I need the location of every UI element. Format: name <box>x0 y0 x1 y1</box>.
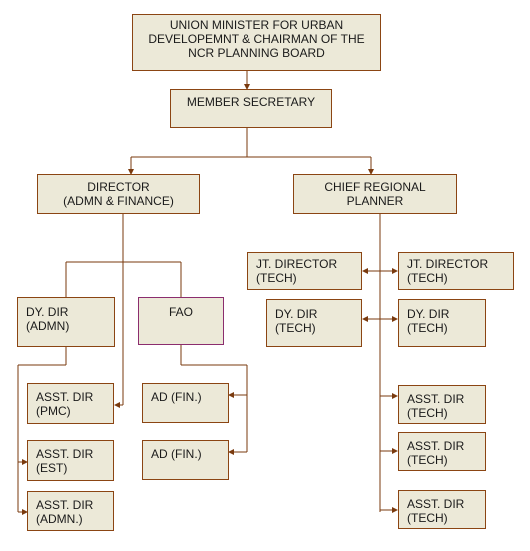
box-asst-dir-tech-2-label: ASST. DIR (TECH) <box>407 439 465 467</box>
box-jt-director-tech-right: JT. DIRECTOR (TECH) <box>398 252 514 290</box>
box-ad-fin-1-label: AD (FIN.) <box>151 390 202 404</box>
box-dy-dir-tech-left: DY. DIR (TECH) <box>266 299 362 347</box>
box-member-secretary-label: MEMBER SECRETARY <box>186 95 316 109</box>
box-dy-dir-tech-right: DY. DIR (TECH) <box>398 299 486 347</box>
box-member-secretary: MEMBER SECRETARY <box>170 89 332 128</box>
box-asst-dir-tech-2: ASST. DIR (TECH) <box>398 432 486 471</box>
box-asst-dir-est: ASST. DIR (EST) <box>27 440 114 481</box>
box-jt-director-tech-right-label: JT. DIRECTOR (TECH) <box>407 257 489 285</box>
box-jt-director-tech-left-label: JT. DIRECTOR (TECH) <box>256 257 338 285</box>
box-asst-dir-pmc: ASST. DIR (PMC) <box>27 383 114 424</box>
box-asst-dir-tech-3-label: ASST. DIR (TECH) <box>407 497 465 525</box>
box-dy-dir-tech-left-label: DY. DIR (TECH) <box>275 307 318 335</box>
box-asst-dir-tech-3: ASST. DIR (TECH) <box>398 490 486 529</box>
box-asst-dir-pmc-label: ASST. DIR (PMC) <box>36 390 94 418</box>
box-asst-dir-est-label: ASST. DIR (EST) <box>36 447 94 475</box>
box-ad-fin-1: AD (FIN.) <box>142 383 229 423</box>
box-union-minister: UNION MINISTER FOR URBAN DEVELOPEMNT & C… <box>132 14 381 71</box>
box-asst-dir-tech-1: ASST. DIR (TECH) <box>398 385 486 424</box>
box-chief-regional-planner: CHIEF REGIONAL PLANNER <box>293 174 457 214</box>
box-chief-regional-planner-label: CHIEF REGIONAL PLANNER <box>324 180 426 208</box>
box-director-label: DIRECTOR (ADMN & FINANCE) <box>63 180 174 208</box>
box-ad-fin-2: AD (FIN.) <box>142 440 229 480</box>
box-union-minister-label: UNION MINISTER FOR URBAN DEVELOPEMNT & C… <box>148 18 365 60</box>
box-jt-director-tech-left: JT. DIRECTOR (TECH) <box>247 252 362 290</box>
box-director: DIRECTOR (ADMN & FINANCE) <box>37 174 200 214</box>
box-dy-dir-admn-label: DY. DIR (ADMN) <box>26 305 70 333</box>
box-asst-dir-tech-1-label: ASST. DIR (TECH) <box>407 392 465 420</box>
box-fao-label: FAO <box>168 305 193 319</box>
box-ad-fin-2-label: AD (FIN.) <box>151 447 202 461</box>
box-dy-dir-tech-right-label: DY. DIR (TECH) <box>407 307 450 335</box>
box-asst-dir-admn: ASST. DIR (ADMN.) <box>27 491 114 531</box>
box-dy-dir-admn: DY. DIR (ADMN) <box>17 297 115 347</box>
box-fao: FAO <box>138 297 224 345</box>
box-asst-dir-admn-label: ASST. DIR (ADMN.) <box>36 498 94 526</box>
